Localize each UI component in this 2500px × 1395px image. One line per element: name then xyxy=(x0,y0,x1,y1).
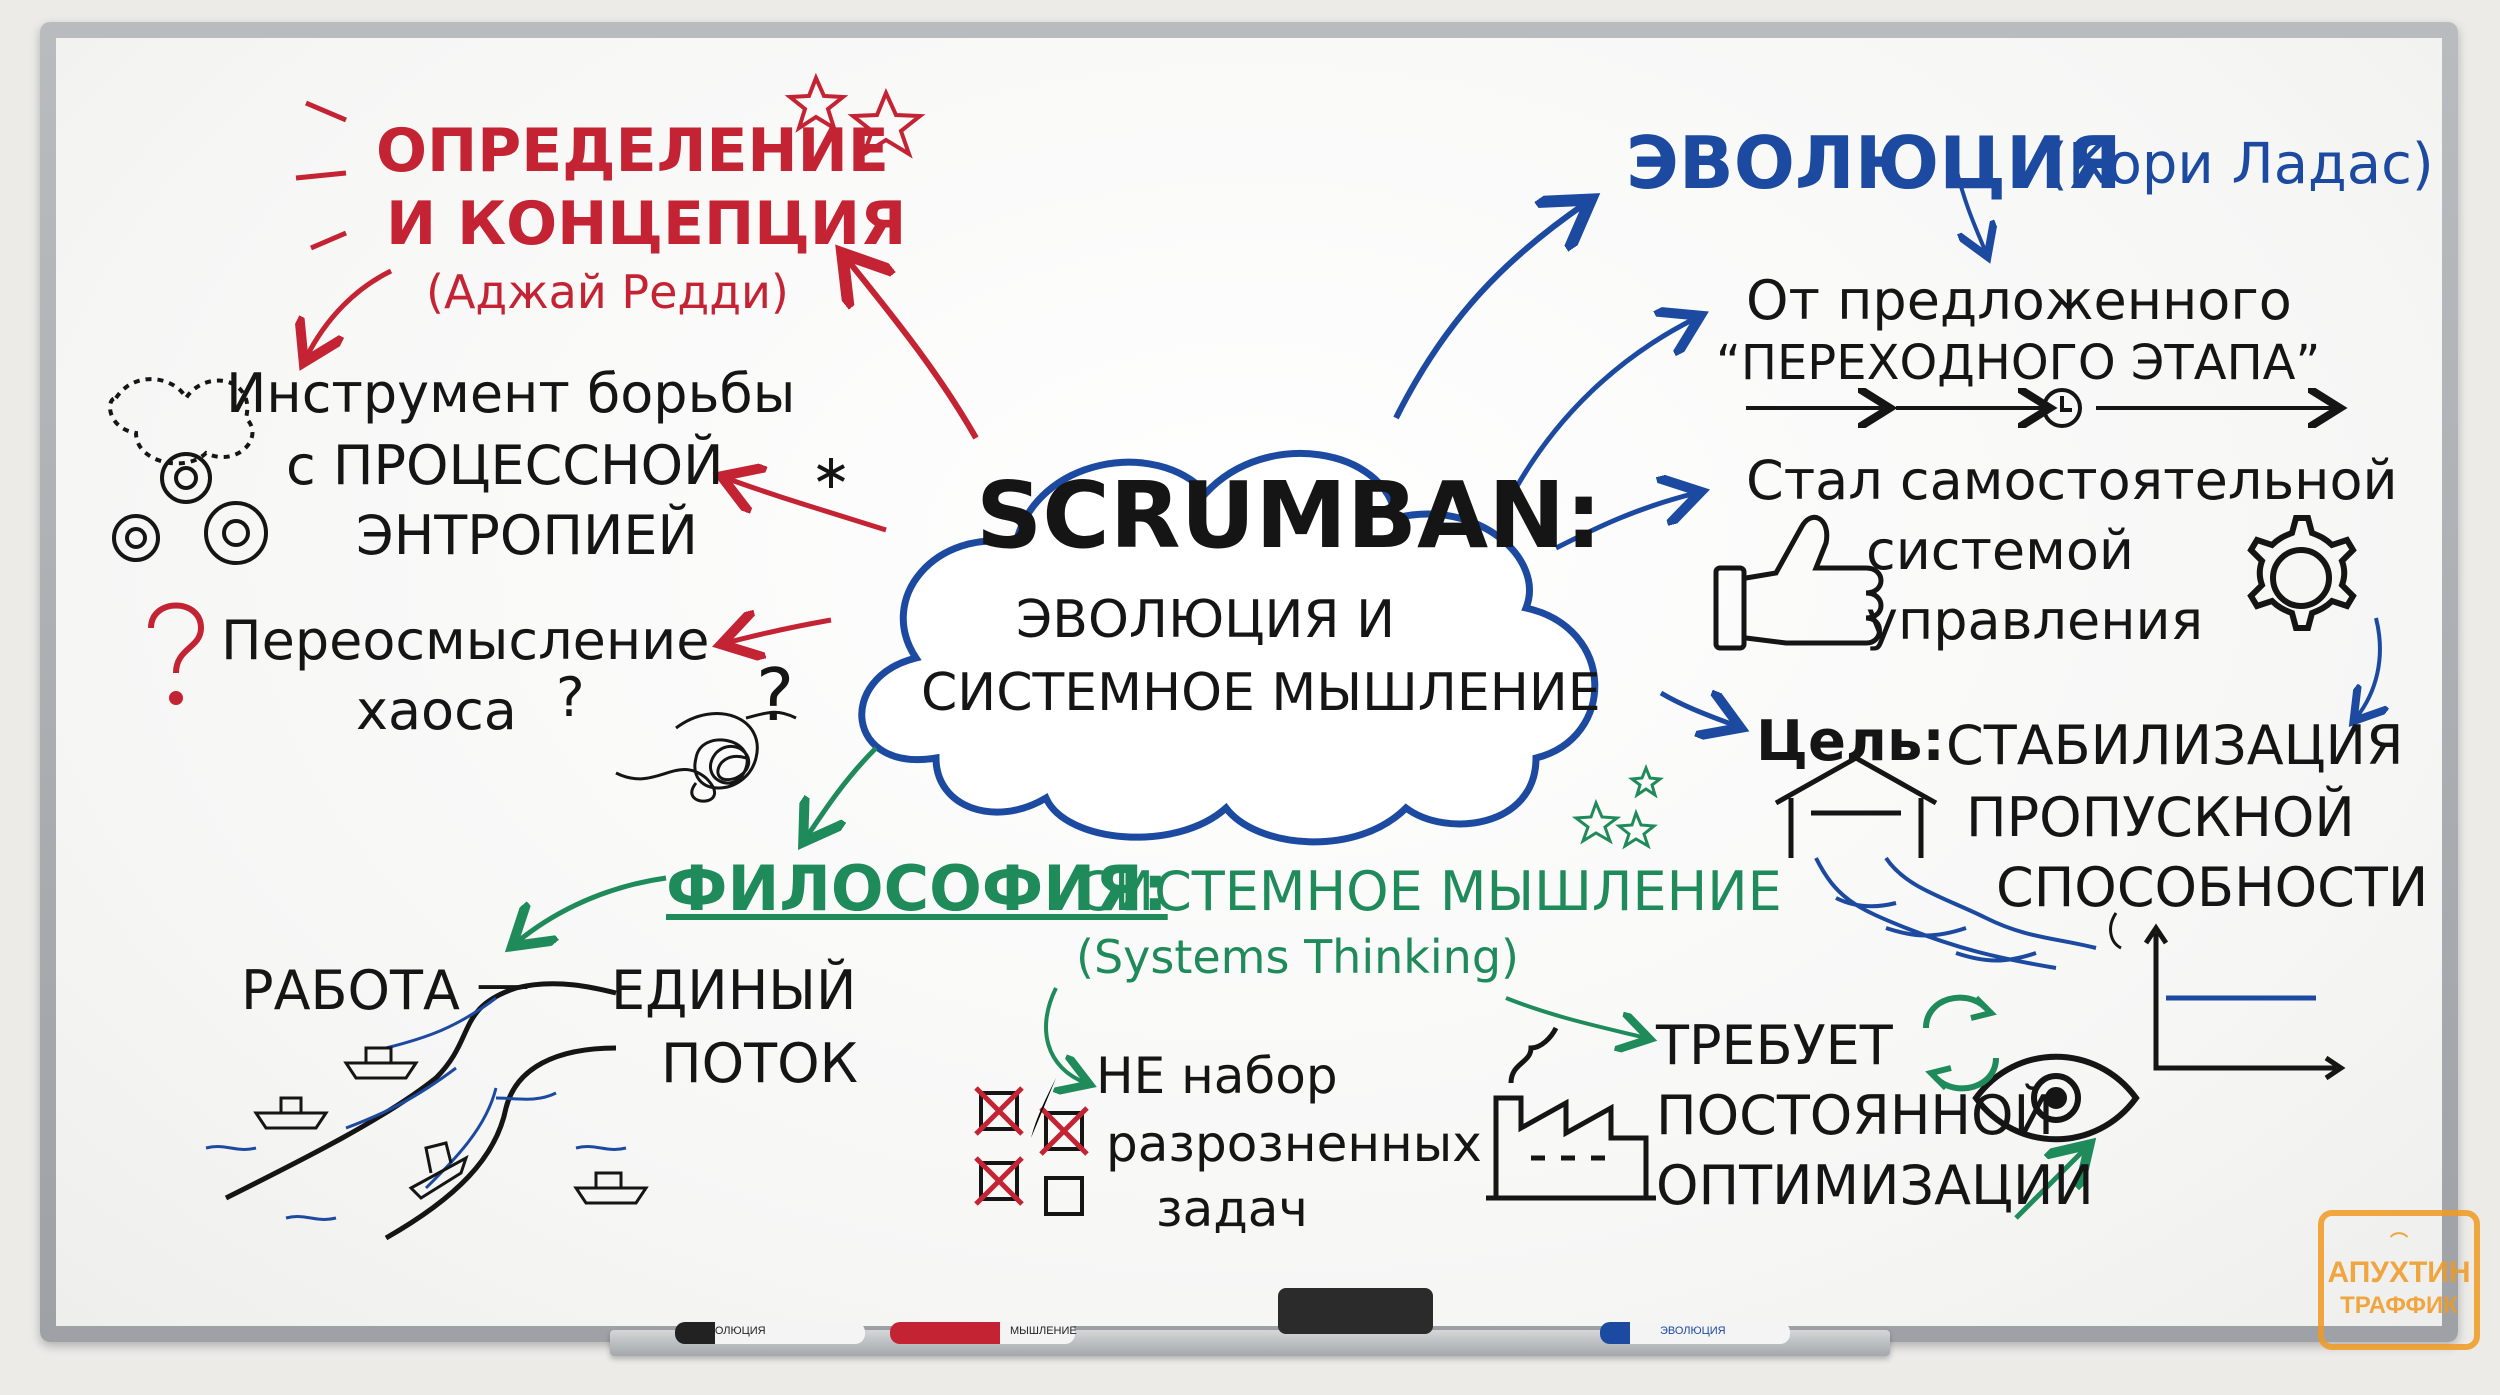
requires-line2: ПОСТОЯННОЙ xyxy=(1656,1084,2054,1147)
goal-label: Цель: xyxy=(1756,709,1945,774)
not-line1: НЕ набор xyxy=(1096,1047,1338,1105)
cycle-icon xyxy=(1923,994,1999,1092)
question-icon xyxy=(148,602,205,705)
gear-icon xyxy=(2247,515,2357,631)
rethink-line2: хаоса xyxy=(356,679,517,742)
philosophy-subheading: СИСТЕМНОЕ МЫШЛЕНИЕ xyxy=(1076,860,1782,923)
rethink-line1: Переосмысление xyxy=(221,609,710,672)
factory-icon xyxy=(1486,1026,1656,1201)
became-line3: управления xyxy=(1866,589,2204,652)
evolution-author: (Кори Ладас) xyxy=(2046,132,2434,197)
rethink-question-mark: ? xyxy=(556,666,585,729)
logo-line2: ТРАФФИК xyxy=(2340,1292,2458,1319)
philosophy-heading: ФИЛОСОФИЯ: xyxy=(666,852,1168,925)
blue-marker[interactable]: ЭВОЛЮЦИЯ xyxy=(1600,1322,1790,1344)
river-icon xyxy=(1814,856,2097,970)
logo-line1: АПУХТИН xyxy=(2327,1256,2471,1289)
requires-line3: ОПТИМИЗАЦИИ xyxy=(1656,1154,2094,1217)
black-marker[interactable] xyxy=(675,1322,865,1344)
became-line1: Стал самостоятельной xyxy=(1746,449,2398,512)
tool-line3: ЭНТРОПИЕЙ xyxy=(356,504,698,567)
chart-icon xyxy=(2109,912,2346,1081)
clock-icon xyxy=(2042,388,2082,428)
philosophy-english: (Systems Thinking) xyxy=(1076,930,1519,984)
goal-line1: СТАБИЛИЗАЦИЯ xyxy=(1946,714,2404,777)
checkbox-icon xyxy=(979,1091,1084,1216)
definition-heading-line2: И КОНЦЕПЦИЯ xyxy=(386,189,907,259)
gears-icon xyxy=(108,377,268,565)
center-cloud xyxy=(858,450,1599,846)
connectors-layer xyxy=(108,72,2442,1241)
rethink-question-mark-large: ? xyxy=(756,653,795,737)
eraser[interactable] xyxy=(1278,1288,1433,1334)
thumbs-up-icon xyxy=(1713,514,1884,651)
boat-icon xyxy=(253,1046,649,1205)
definition-heading-line1: ОПРЕДЕЛЕНИЕ xyxy=(376,116,889,186)
star-icon xyxy=(784,72,926,159)
from-line2: “ПЕРЕХОДНОГО ЭТАПА” xyxy=(1716,335,2321,391)
not-line3: задач xyxy=(1156,1180,1308,1238)
work-label: РАБОТА xyxy=(241,959,460,1022)
river-icon xyxy=(224,981,617,1241)
became-line2: системой xyxy=(1866,519,2135,582)
evolution-heading: ЭВОЛЮЦИЯ xyxy=(1626,121,2122,205)
tool-line1: Инструмент борьбы xyxy=(226,362,796,425)
black-marker-label: ЭВОЛЮЦИЯ xyxy=(700,1325,766,1337)
goal-line3: СПОСОБНОСТИ xyxy=(1996,856,2429,919)
red-marker-label: МЫШЛЕНИЕ xyxy=(1010,1325,1077,1337)
center-subtitle-line2: СИСТЕМНОЕ МЫШЛЕНИЕ xyxy=(921,663,1601,723)
flow-line1: ЕДИНЫЙ xyxy=(611,959,857,1022)
from-line1: От предложенного xyxy=(1746,269,2292,332)
center-subtitle-line1: ЭВОЛЮЦИЯ И xyxy=(1016,590,1395,650)
definition-author: (Аджай Редди) xyxy=(426,265,789,319)
whiteboard: SCRUMBAN: ЭВОЛЮЦИЯ И СИСТЕМНОЕ МЫШЛЕНИЕ … xyxy=(56,38,2442,1326)
scribble-icon xyxy=(615,710,797,803)
eye-icon xyxy=(1972,1053,2140,1143)
goal-line2: ПРОПУСКНОЙ xyxy=(1966,786,2355,849)
requires-line1: ТРЕБУЕТ xyxy=(1656,1014,1893,1077)
flow-line2: ПОТОК xyxy=(661,1032,858,1095)
tool-line2: с ПРОЦЕССНОЙ xyxy=(286,434,724,497)
watermark-logo: ⌒ АПУХТИН ТРАФФИК xyxy=(2318,1210,2480,1350)
blue-marker-label: ЭВОЛЮЦИЯ xyxy=(1660,1325,1726,1337)
center-title: SCRUMBAN: xyxy=(976,462,1602,569)
not-line2: разрозненных xyxy=(1106,1115,1482,1173)
red-marker[interactable] xyxy=(890,1322,1075,1344)
dam-icon xyxy=(1774,755,1938,858)
star-icon xyxy=(1571,763,1664,850)
work-dash: — xyxy=(476,952,530,1015)
